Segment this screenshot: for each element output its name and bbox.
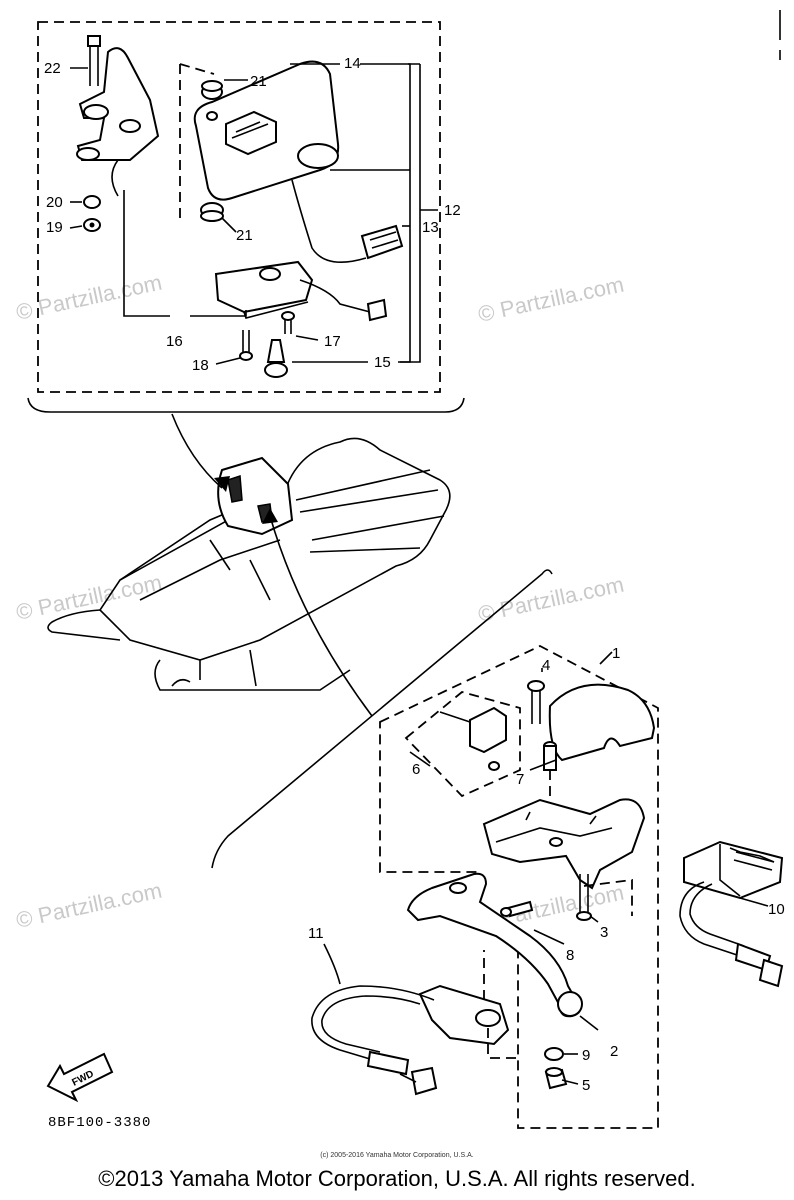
callout-11: 11	[308, 925, 324, 942]
callout-19: 19	[46, 219, 63, 236]
callout-4: 4	[542, 657, 550, 674]
snowmobile-illustration	[47, 437, 451, 691]
leader-lines-lower	[323, 651, 769, 1085]
washer-20	[83, 195, 101, 209]
callout-5: 5	[582, 1077, 590, 1094]
callout-21-lower: 21	[236, 227, 253, 244]
detail-bracket	[27, 397, 465, 413]
screw-18	[239, 330, 253, 361]
upper-detail-box	[27, 21, 465, 413]
fwd-arrow-icon: FWD	[46, 1052, 114, 1103]
screw-8	[500, 900, 534, 918]
watermark: © Partzilla.com	[476, 572, 626, 627]
handlebar-pod	[217, 456, 294, 536]
callouts: 22 21 14 12 13 20 19 21 16 17 18 15 1 4 …	[44, 55, 785, 1094]
brake-lever-2	[406, 872, 583, 1018]
small-copyright: (c) 2005-2016 Yamaha Motor Corporation, …	[320, 1152, 473, 1159]
watermark: © Partzilla.com	[14, 878, 164, 933]
grommet-21-lower	[200, 202, 224, 222]
callout-1: 1	[612, 645, 620, 662]
callout-7: 7	[516, 771, 524, 788]
alignment-line	[583, 878, 633, 916]
callout-9: 9	[582, 1047, 590, 1064]
screw-17	[281, 311, 295, 334]
detail-box-outline	[37, 21, 441, 393]
section-divider	[211, 569, 553, 869]
leader-lines-upper	[69, 63, 438, 365]
control-unit-14	[193, 60, 404, 264]
callout-13: 13	[422, 219, 439, 236]
watermark: © Partzilla.com	[14, 570, 164, 625]
bracket-16	[214, 260, 388, 322]
link-arrows	[171, 413, 373, 717]
callout-17: 17	[324, 333, 341, 350]
switch-11	[311, 950, 520, 1096]
callout-12: 12	[444, 202, 461, 219]
assembly-1-outline	[379, 644, 659, 1129]
unit-10	[679, 840, 784, 988]
callout-21-upper: 21	[250, 73, 267, 90]
callout-20: 20	[46, 194, 63, 211]
callout-22: 22	[44, 60, 61, 77]
callout-16: 16	[166, 333, 183, 350]
callout-10: 10	[768, 901, 785, 918]
callout-14: 14	[344, 55, 361, 72]
washer-9	[544, 1047, 564, 1061]
lever-cover	[548, 683, 656, 762]
nut-5	[544, 1067, 568, 1090]
lower-assembly	[379, 644, 659, 1129]
alignment-line	[179, 63, 215, 220]
callout-8: 8	[566, 947, 574, 964]
assembly-6-outline	[404, 691, 521, 798]
bolt-15	[264, 339, 288, 378]
bolt-22	[87, 35, 101, 86]
switch-6	[439, 706, 507, 771]
mounting-bracket	[76, 47, 160, 197]
callout-15: 15	[374, 354, 391, 371]
lever-housing	[482, 798, 646, 890]
callout-18: 18	[192, 357, 209, 374]
callout-2: 2	[610, 1043, 618, 1060]
copyright-notice: ©2013 Yamaha Motor Corporation, U.S.A. A…	[98, 1166, 695, 1191]
grommet-21-upper	[201, 80, 223, 133]
callout-3: 3	[600, 924, 608, 941]
screw-4	[527, 680, 545, 724]
callout-6: 6	[412, 761, 420, 778]
watermark: © Partzilla.com	[476, 272, 626, 327]
diagram-code: 8BF100-3380	[48, 1115, 151, 1131]
